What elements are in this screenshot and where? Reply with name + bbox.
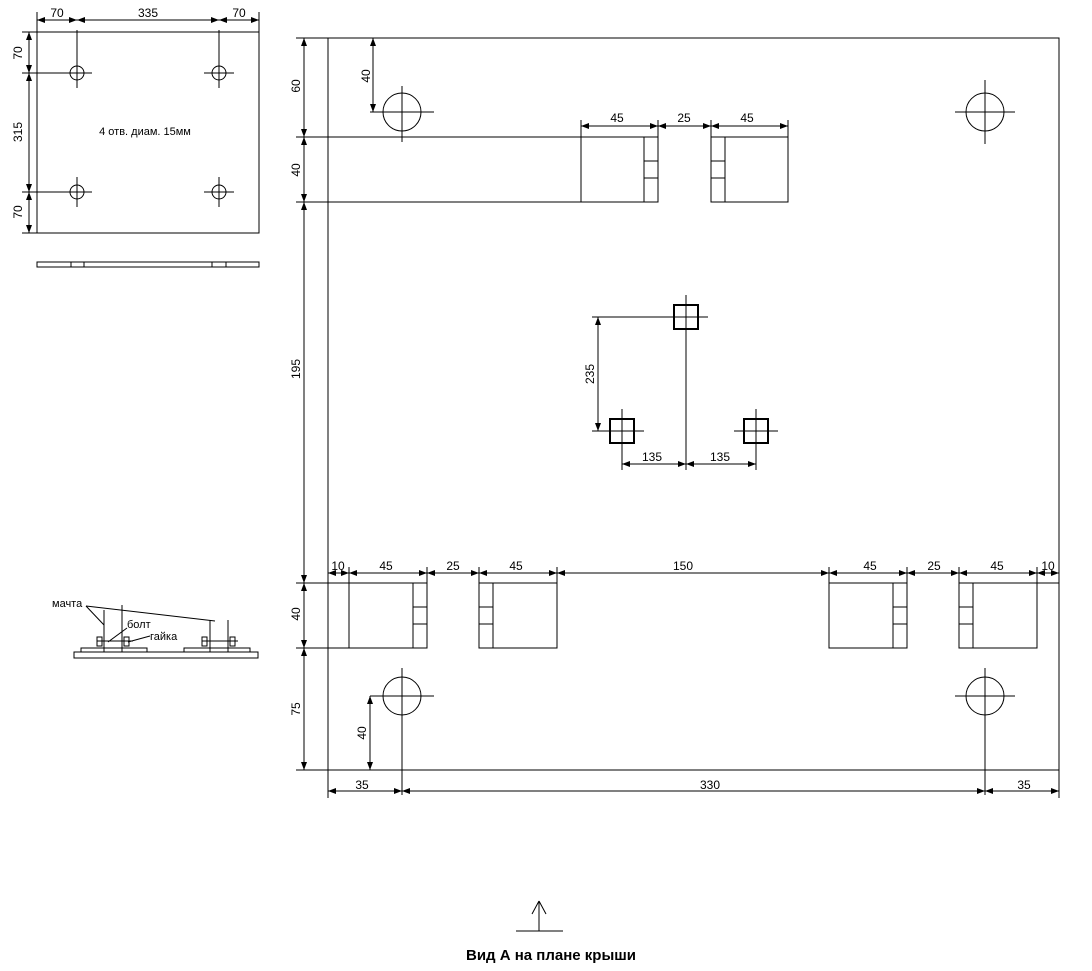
- dim-bottom-35-a: 35: [355, 778, 369, 792]
- anchor-hole: [955, 668, 1015, 795]
- plate-dim-70-right: 70: [232, 6, 246, 20]
- support-block: [958, 582, 1038, 649]
- dim-top-45-b: 45: [740, 111, 754, 125]
- dim-top-45-a: 45: [610, 111, 624, 125]
- base-plate-side-view: [36, 261, 260, 268]
- dim-row-25-b: 25: [927, 559, 941, 573]
- base-plate-drawing: 70 335 70 70 315 70 4 отв. диам. 15мм: [11, 6, 260, 268]
- dim-left-40-top: 40: [289, 163, 303, 177]
- dim-bottom-330: 330: [700, 778, 720, 792]
- anchor-hole: [955, 80, 1015, 144]
- label-bolt: болт: [127, 619, 151, 631]
- mast-post: [734, 409, 778, 470]
- plate-dim-315: 315: [11, 122, 25, 142]
- support-block: [580, 136, 659, 203]
- roof-plan: 60 40 195 40 75 40 40 45 25 45 235 135 1…: [289, 37, 1060, 798]
- top-beam-strip: [327, 136, 582, 203]
- roof-outline: [327, 37, 1060, 771]
- dim-row-45-a: 45: [379, 559, 393, 573]
- dim-top-25: 25: [677, 111, 691, 125]
- plate-hole: [62, 177, 92, 207]
- plate-dim-70-top: 70: [11, 46, 25, 60]
- dim-left-60: 60: [289, 79, 303, 93]
- support-block: [828, 582, 908, 649]
- anchor-hole: [370, 668, 434, 795]
- dim-bottom-35-b: 35: [1017, 778, 1031, 792]
- dim-mast-135-b: 135: [710, 450, 730, 464]
- plate-hole-note: 4 отв. диам. 15мм: [99, 126, 191, 138]
- dim-mast-135-a: 135: [642, 450, 662, 464]
- label-nut: гайка: [150, 631, 178, 643]
- base-plate-outline: [36, 31, 260, 234]
- dim-row-45-d: 45: [990, 559, 1004, 573]
- dim-row-45-c: 45: [863, 559, 877, 573]
- support-block: [348, 582, 428, 649]
- dim-hole-40-top: 40: [359, 69, 373, 83]
- support-block: [478, 582, 558, 649]
- mast-post: [664, 295, 708, 470]
- support-block: [710, 136, 789, 203]
- plate-dim-70-left: 70: [50, 6, 64, 20]
- dim-hole-40-bottom: 40: [355, 726, 369, 740]
- view-caption: Вид А на плане крыши: [466, 947, 636, 964]
- mast-post: [600, 409, 644, 470]
- dim-left-195: 195: [289, 359, 303, 379]
- plate-hole: [204, 30, 234, 88]
- view-arrow: [516, 900, 563, 932]
- mast-mount-detail: мачта болт гайка: [52, 598, 259, 659]
- dim-row-150: 150: [673, 559, 693, 573]
- plate-hole: [204, 177, 234, 207]
- dim-left-40-bottom: 40: [289, 607, 303, 621]
- dim-row-45-b: 45: [509, 559, 523, 573]
- label-mast: мачта: [52, 598, 83, 610]
- dim-row-25-a: 25: [446, 559, 460, 573]
- dim-row-10-b: 10: [1041, 559, 1055, 573]
- anchor-hole: [370, 86, 434, 142]
- dim-left-75: 75: [289, 702, 303, 716]
- plate-hole: [62, 30, 92, 88]
- dim-mast-235: 235: [583, 364, 597, 384]
- plate-dim-335: 335: [138, 6, 158, 20]
- plate-dim-70-bottom: 70: [11, 205, 25, 219]
- dim-row-10-a: 10: [331, 559, 345, 573]
